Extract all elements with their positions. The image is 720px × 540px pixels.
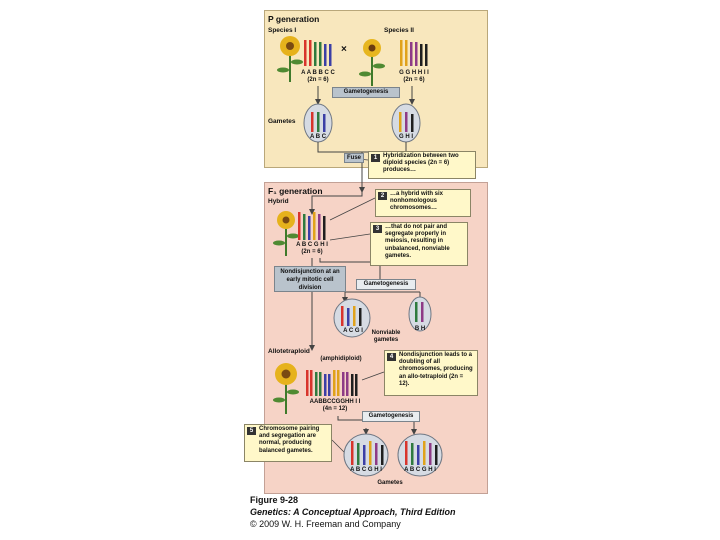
flower-hybrid-icon bbox=[273, 211, 299, 256]
callout-1-number: 1 bbox=[371, 154, 380, 162]
nonviable-gamete-1-genotype: A C G I bbox=[343, 328, 363, 334]
callout-4-number: 4 bbox=[387, 353, 396, 361]
nonviable-gamete-2-genotype: B H bbox=[414, 326, 426, 332]
species-1-genotype: A A B B C C bbox=[301, 70, 335, 76]
species-2-label: Species II bbox=[384, 27, 414, 34]
balanced-gamete-1-genotype: A B C G H I bbox=[350, 467, 382, 473]
hybrid-label: Hybrid bbox=[268, 198, 289, 205]
copyright: © 2009 W. H. Freeman and Company bbox=[250, 519, 401, 529]
allotetraploid-ploidy: (4n = 12) bbox=[322, 406, 348, 412]
allotetraploid-label: Allotetraploid bbox=[268, 348, 310, 355]
fuse-box: Fuse bbox=[344, 153, 364, 163]
species-1-label: Species I bbox=[268, 27, 297, 34]
species-1-ploidy: (2n = 6) bbox=[307, 77, 329, 83]
callout-5: 5 Chromosome pairing and segregation are… bbox=[244, 424, 332, 462]
nonviable-gamete-cell-2 bbox=[408, 296, 432, 332]
f1-gametogenesis-box: Gametogenesis bbox=[356, 279, 416, 290]
species-1-chromosomes bbox=[304, 40, 332, 66]
callout-1-text: Hybridization between two diploid specie… bbox=[383, 153, 459, 174]
callout-3-number: 3 bbox=[373, 225, 382, 233]
amphidiploid-label: (amphidiploid) bbox=[320, 356, 362, 362]
callout-3: 3 …that do not pair and segregate proper… bbox=[370, 222, 468, 266]
species-2-ploidy: (2n = 6) bbox=[403, 77, 425, 83]
species-2-genotype: G G H H I I bbox=[399, 70, 429, 76]
callout-2-text: …a hybrid with six nonhomologous chromos… bbox=[390, 191, 444, 212]
species-2-chromosomes bbox=[400, 40, 428, 66]
cross-symbol: × bbox=[341, 44, 347, 55]
balanced-gamete-2-genotype: A B C G H I bbox=[404, 467, 436, 473]
callout-4-text: Nondisjunction leads to a doubling of al… bbox=[399, 352, 473, 387]
p-gametes-label: Gametes bbox=[268, 118, 296, 125]
callout-2-number: 2 bbox=[378, 192, 387, 200]
hybrid-genotype: A B C G H I bbox=[296, 242, 328, 248]
p-gametogenesis-box: Gametogenesis bbox=[332, 87, 400, 98]
callout-5-number: 5 bbox=[247, 427, 256, 435]
figure-number: Figure 9-28 bbox=[250, 495, 299, 505]
p-generation-title: P generation bbox=[268, 14, 320, 24]
callout-4: 4 Nondisjunction leads to a doubling of … bbox=[384, 350, 478, 396]
final-gametes-label: Gametes bbox=[377, 480, 403, 486]
book-title: Genetics: A Conceptual Approach, Third E… bbox=[250, 507, 456, 517]
f1-gametogenesis-2-box: Gametogenesis bbox=[362, 411, 420, 422]
nondisjunction-box: Nondisjunction at an early mitotic cell … bbox=[274, 266, 346, 292]
gamete-1-genotype: A B C bbox=[309, 134, 327, 140]
callout-5-text: Chromosome pairing and segregation are n… bbox=[259, 426, 320, 454]
nonviable-gametes-label: Nonviable gametes bbox=[371, 330, 401, 343]
allotetraploid-genotype: AABBCCGGHH I I bbox=[309, 399, 361, 405]
gamete-2-genotype: G H I bbox=[398, 134, 413, 140]
f1-generation-title: F₁ generation bbox=[268, 186, 323, 196]
flower-allotetraploid-icon bbox=[273, 363, 299, 414]
hybrid-ploidy: (2n = 6) bbox=[301, 249, 323, 255]
flower-species-1-icon bbox=[277, 36, 303, 82]
callout-3-text: …that do not pair and segregate properly… bbox=[385, 224, 450, 259]
callout-1: 1 Hybridization between two diploid spec… bbox=[368, 151, 476, 179]
callout-2: 2 …a hybrid with six nonhomologous chrom… bbox=[375, 189, 471, 217]
flower-species-2-icon bbox=[359, 39, 385, 86]
allotetraploid-chromosomes bbox=[306, 370, 358, 396]
hybrid-chromosomes bbox=[298, 212, 326, 240]
